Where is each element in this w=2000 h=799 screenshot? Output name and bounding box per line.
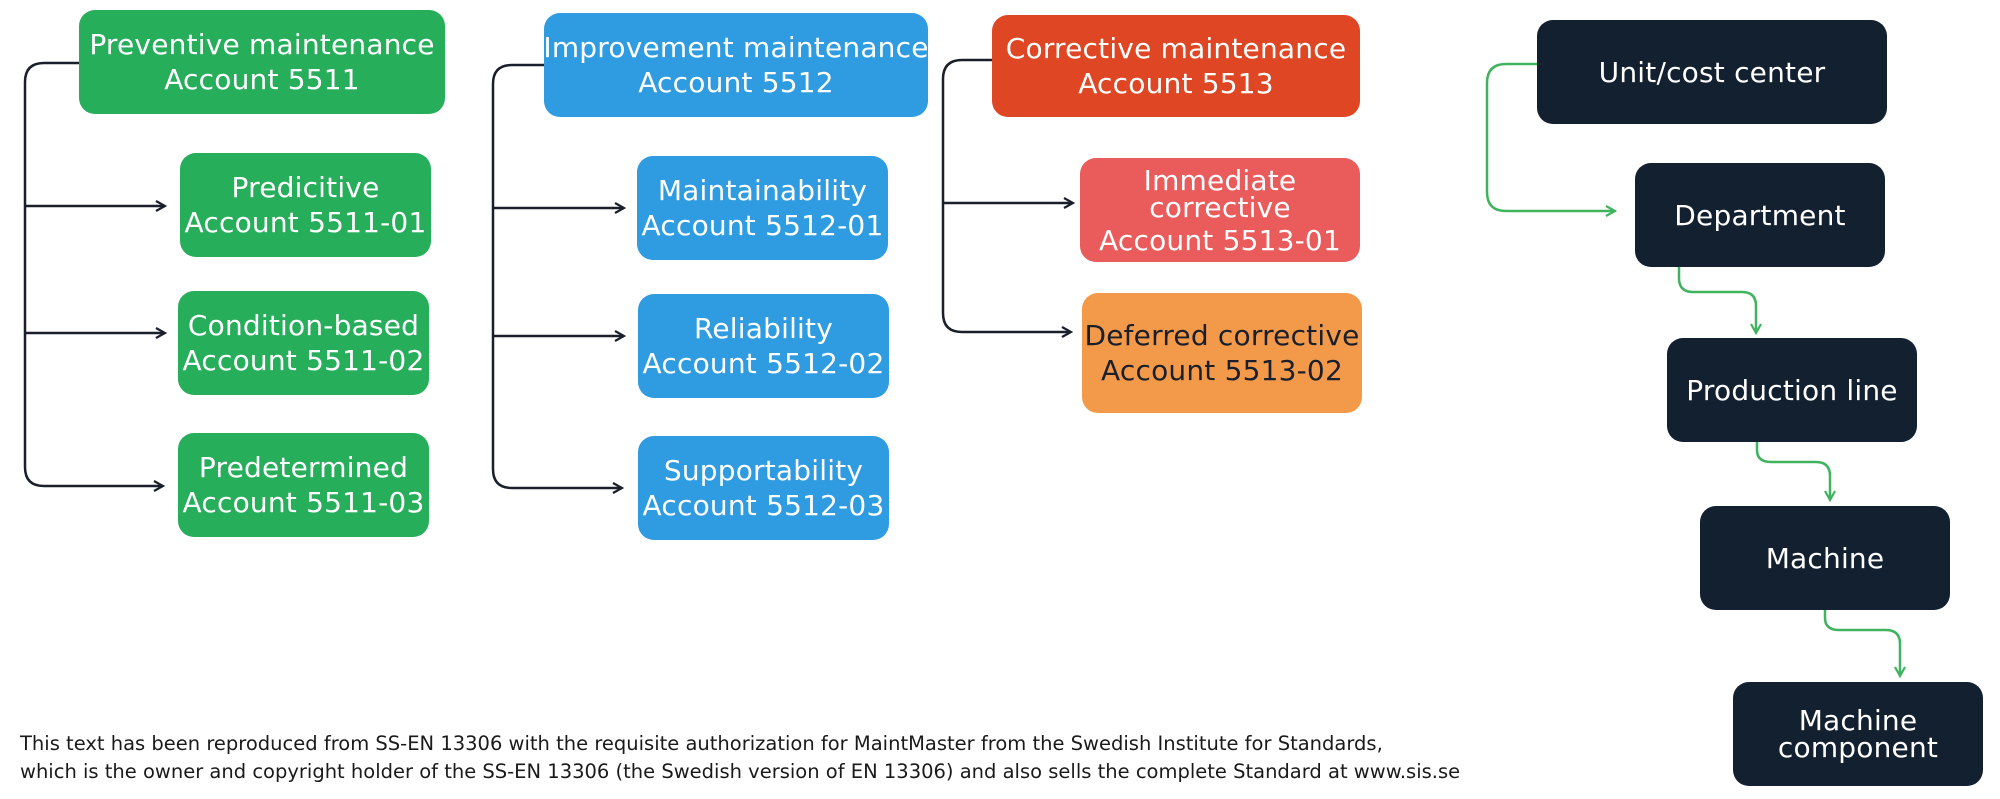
- supportability-label: Supportability: [663, 454, 864, 487]
- deferred-corrective-box: Deferred corrective Account 5513-02: [1082, 293, 1362, 413]
- immediate-corrective-box: Immediate corrective Account 5513-01: [1080, 158, 1360, 262]
- hierarchy-connectors: [1485, 62, 1900, 676]
- condition-based-account: Account 5511-02: [182, 344, 425, 377]
- preventive-maintenance-account: Account 5511: [164, 63, 360, 96]
- predetermined-box: Predetermined Account 5511-03: [178, 433, 429, 537]
- corrective-maintenance-account: Account 5513: [1078, 67, 1274, 100]
- corrective-tree-connector: [941, 58, 1073, 332]
- machine-component-box: Machine component: [1733, 682, 1983, 786]
- unit-cost-center-label: Unit/cost center: [1598, 55, 1826, 89]
- condition-based-label: Condition-based: [187, 309, 420, 342]
- supportability-box: Supportability Account 5512-03: [638, 436, 889, 540]
- predictive-box: Predicitive Account 5511-01: [180, 153, 431, 257]
- predictive-account: Account 5511-01: [184, 206, 427, 239]
- preventive-tree-connector: [23, 61, 165, 486]
- copyright-footnote: This text has been reproduced from SS-EN…: [20, 730, 1460, 786]
- machine-component-label-line1: Machine: [1798, 704, 1918, 737]
- unit-cost-center-box: Unit/cost center: [1537, 20, 1887, 124]
- machine-component-label-line2: component: [1777, 731, 1939, 764]
- preventive-maintenance-label: Preventive maintenance: [89, 28, 435, 61]
- machine-box: Machine: [1700, 506, 1950, 610]
- department-label: Department: [1674, 198, 1846, 232]
- maintainability-box: Maintainability Account 5512-01: [637, 156, 888, 260]
- improvement-maintenance-account: Account 5512: [638, 66, 834, 99]
- machine-label: Machine: [1765, 541, 1885, 575]
- predictive-label: Predicitive: [231, 171, 380, 204]
- department-box: Department: [1635, 163, 1885, 267]
- immediate-corrective-label-line2: corrective: [1149, 190, 1291, 224]
- corrective-maintenance-box: Corrective maintenance Account 5513: [992, 15, 1360, 117]
- footnote-line1: This text has been reproduced from SS-EN…: [20, 732, 1383, 755]
- footnote-line2: which is the owner and copyright holder …: [20, 760, 1461, 783]
- immediate-corrective-label-line1: Immediate: [1143, 163, 1297, 197]
- improvement-maintenance-label: Improvement maintenance: [543, 31, 929, 64]
- production-line-label: Production line: [1686, 373, 1898, 407]
- maintainability-account: Account 5512-01: [641, 209, 884, 242]
- predetermined-label: Predetermined: [198, 451, 409, 484]
- reliability-label: Reliability: [693, 312, 833, 345]
- supportability-account: Account 5512-03: [642, 489, 885, 522]
- deferred-corrective-label: Deferred corrective: [1084, 319, 1360, 352]
- corrective-maintenance-label: Corrective maintenance: [1005, 32, 1347, 65]
- deferred-corrective-account: Account 5513-02: [1101, 354, 1343, 387]
- reliability-account: Account 5512-02: [642, 347, 885, 380]
- maintainability-label: Maintainability: [657, 174, 868, 207]
- reliability-box: Reliability Account 5512-02: [638, 294, 889, 398]
- improvement-tree-connector: [491, 63, 624, 488]
- condition-based-box: Condition-based Account 5511-02: [178, 291, 429, 395]
- production-line-box: Production line: [1667, 338, 1917, 442]
- improvement-maintenance-box: Improvement maintenance Account 5512: [543, 13, 929, 117]
- immediate-corrective-account: Account 5513-01: [1099, 223, 1341, 257]
- predetermined-account: Account 5511-03: [182, 486, 425, 519]
- preventive-maintenance-box: Preventive maintenance Account 5511: [79, 10, 445, 114]
